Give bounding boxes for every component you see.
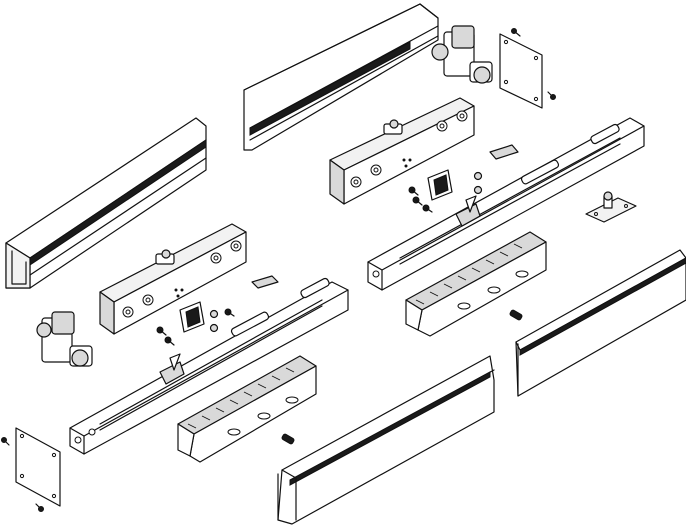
screw-icon (156, 326, 167, 336)
pin-bracket (585, 191, 637, 223)
screw-icon (511, 28, 521, 37)
soft-close-damper-lower (69, 277, 349, 455)
glass-channel-profile-right (515, 249, 686, 397)
screw-icon (412, 196, 423, 206)
track-rail-left (5, 117, 207, 289)
soft-close-damper-upper (367, 117, 645, 291)
screw-icon (547, 91, 556, 100)
end-cap-plate-top (499, 33, 543, 109)
track-rail-right (243, 3, 439, 151)
clamp-grip-pattern (187, 367, 295, 429)
end-cap-plate-bottom (15, 427, 61, 507)
hanger-bracket-top (431, 25, 493, 84)
brake-pad-small-lower (251, 275, 279, 289)
glass-clamp-lower (177, 355, 317, 463)
hanger-bracket-lower (36, 311, 93, 367)
glass-channel-profile-left (277, 355, 495, 525)
damper-bracket-upper (427, 169, 483, 201)
screw-icon (164, 336, 175, 346)
screw-icon (224, 308, 235, 317)
screw-icon (408, 186, 419, 196)
trolley-carriage-upper (329, 97, 475, 205)
trolley-carriage-lower (99, 223, 247, 335)
clamp-grip-pattern (415, 243, 523, 305)
screw-icon (1, 437, 10, 446)
set-screw-icon (281, 433, 295, 445)
screw-icon (35, 503, 44, 512)
screw-icon (422, 204, 433, 213)
glass-clamp-right (405, 231, 547, 337)
set-screw-icon (509, 309, 523, 321)
brake-pad-small-upper (489, 144, 519, 160)
damper-bracket-lower (179, 301, 219, 333)
